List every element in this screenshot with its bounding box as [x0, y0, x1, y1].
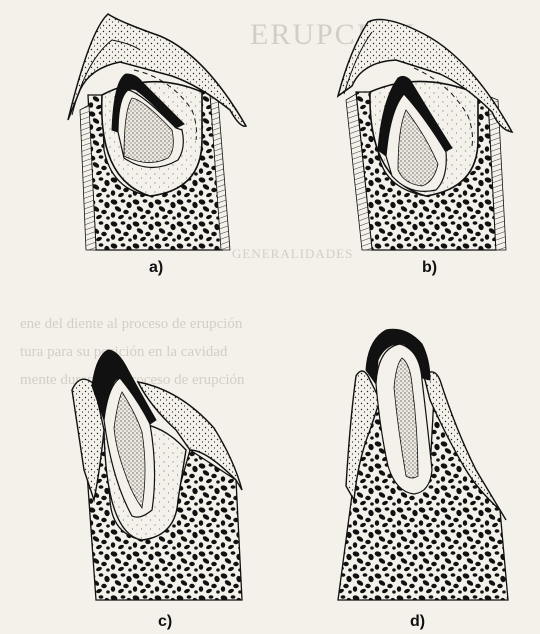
panel-b-caption: b) [422, 259, 437, 276]
panel-a-drawing [68, 14, 246, 250]
panel-d-drawing [338, 329, 508, 600]
panel-a-caption: a) [149, 259, 163, 276]
panel-d-caption: d) [410, 613, 425, 630]
panel-c-caption: c) [158, 613, 172, 630]
panel-c-drawing [72, 350, 242, 600]
panel-b-drawing [338, 20, 512, 250]
